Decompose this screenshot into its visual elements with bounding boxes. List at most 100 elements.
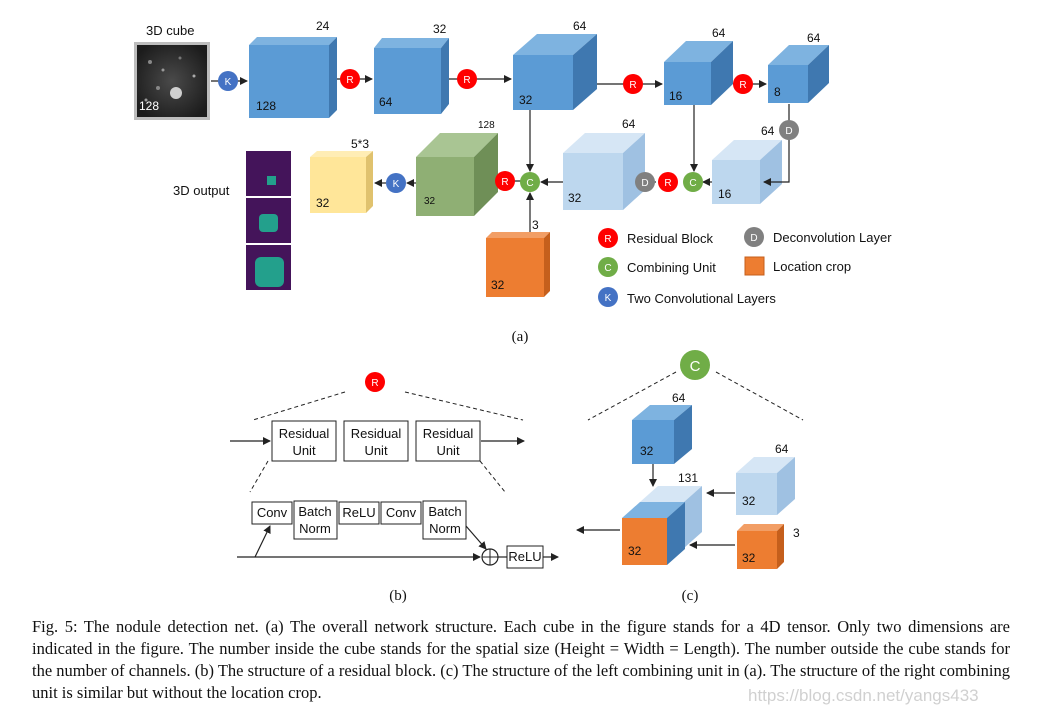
svg-text:32: 32 xyxy=(742,494,756,508)
watermark: https://blog.csdn.net/yangs433 xyxy=(748,686,979,705)
cube-c2-channels: 32 xyxy=(433,22,447,36)
two-conv-icon: K xyxy=(218,71,238,91)
panel-a: 3D cube 128 128 24 64 32 xyxy=(134,19,892,345)
legend-location-crop: Location crop xyxy=(773,259,851,274)
cube-c10: 32 3 xyxy=(486,218,550,297)
cube-c3-channels: 64 xyxy=(573,19,587,33)
deconv-icon: D xyxy=(635,172,655,192)
svg-text:C: C xyxy=(690,358,701,375)
svg-text:D: D xyxy=(785,126,792,137)
cube-c7: 32 64 xyxy=(563,117,645,210)
output-images xyxy=(246,151,291,290)
input-label: 3D cube xyxy=(146,23,194,38)
sublabel-b: (b) xyxy=(389,588,407,604)
svg-text:Norm: Norm xyxy=(429,521,461,536)
residual-icon: R xyxy=(495,171,515,191)
crop-cube: 32 3 xyxy=(737,524,800,569)
residual-icon: R xyxy=(340,69,360,89)
combining-icon: C xyxy=(683,172,703,192)
right-cube: 32 64 xyxy=(736,442,795,515)
svg-text:Residual: Residual xyxy=(279,426,330,441)
cube-c4: 16 64 xyxy=(664,26,733,105)
legend-deconv: Deconvolution Layer xyxy=(773,230,892,245)
residual-icon: R xyxy=(365,372,385,392)
svg-text:R: R xyxy=(501,177,508,188)
cube-c8: 32 128 xyxy=(416,120,498,216)
residual-unit: Residual Unit xyxy=(415,420,481,462)
svg-text:32: 32 xyxy=(640,444,654,458)
cube-c7-channels: 64 xyxy=(622,117,636,131)
cube-c1-size: 128 xyxy=(256,99,276,113)
deconv-channels: 64 xyxy=(761,124,775,138)
svg-text:K: K xyxy=(393,179,400,190)
svg-text:R: R xyxy=(346,75,353,86)
concat-cube: 32 131 xyxy=(622,471,702,565)
svg-text:64: 64 xyxy=(775,442,789,456)
svg-text:64: 64 xyxy=(672,391,686,405)
svg-text:R: R xyxy=(664,178,671,189)
cube-c9-size: 32 xyxy=(316,196,330,210)
layer-batch-norm: Batch Norm xyxy=(422,500,467,540)
svg-text:Unit: Unit xyxy=(364,443,388,458)
svg-text:C: C xyxy=(689,178,696,189)
cube-c9: 32 5*3 xyxy=(310,137,373,213)
legend-two-conv: Two Convolutional Layers xyxy=(627,291,776,306)
sublabel-a: (a) xyxy=(512,329,529,345)
cube-c2-size: 64 xyxy=(379,95,393,109)
cube-c7-size: 32 xyxy=(568,191,582,205)
svg-text:D: D xyxy=(641,178,648,189)
svg-text:ReLU: ReLU xyxy=(508,549,541,564)
cube-c6-size: 16 xyxy=(718,187,732,201)
input-size: 128 xyxy=(139,99,159,113)
svg-text:Norm: Norm xyxy=(299,521,331,536)
svg-text:Residual: Residual xyxy=(351,426,402,441)
cube-c10-size: 32 xyxy=(491,278,505,292)
svg-text:Residual: Residual xyxy=(423,426,474,441)
svg-text:32: 32 xyxy=(628,544,642,558)
figure-caption: Fig. 5: The nodule detection net. (a) Th… xyxy=(32,617,1010,702)
svg-text:K: K xyxy=(605,293,612,304)
legend-combining: Combining Unit xyxy=(627,260,716,275)
svg-text:ReLU: ReLU xyxy=(342,505,375,520)
cube-c4-channels: 64 xyxy=(712,26,726,40)
combining-icon: C xyxy=(520,172,540,192)
cube-c3-size: 32 xyxy=(519,93,533,107)
top-cube: 32 64 xyxy=(632,391,692,464)
cube-c6: 16 xyxy=(712,140,782,204)
cube-c5-size: 8 xyxy=(774,85,781,99)
svg-text:R: R xyxy=(371,378,378,389)
svg-text:D: D xyxy=(750,233,757,244)
cube-c8-size: 32 xyxy=(424,196,436,207)
layer-conv: Conv xyxy=(380,501,422,525)
output-label: 3D output xyxy=(173,183,230,198)
svg-text:R: R xyxy=(739,80,746,91)
svg-text:Unit: Unit xyxy=(292,443,316,458)
input-ct-image: 128 xyxy=(134,42,210,120)
cube-c5: 8 64 xyxy=(768,31,829,103)
cube-c1-channels: 24 xyxy=(316,19,330,33)
cube-c10-channels: 3 xyxy=(532,218,539,232)
combining-icon: C xyxy=(680,350,710,380)
cube-c4-size: 16 xyxy=(669,89,683,103)
layer-conv: Conv xyxy=(251,501,293,525)
svg-text:Conv: Conv xyxy=(257,505,288,520)
svg-text:Unit: Unit xyxy=(436,443,460,458)
panel-b: R Residual Unit Residual Unit Residual U… xyxy=(230,372,559,604)
residual-unit: Residual Unit xyxy=(343,420,409,462)
cube-c1: 128 24 xyxy=(249,19,337,118)
legend-residual: Residual Block xyxy=(627,231,713,246)
layer-batch-norm: Batch Norm xyxy=(293,500,338,540)
cube-c5-channels: 64 xyxy=(807,31,821,45)
cube-c3: 32 64 xyxy=(513,19,597,110)
cube-c8-channels: 128 xyxy=(478,120,495,131)
residual-icon: R xyxy=(623,74,643,94)
svg-text:C: C xyxy=(604,263,611,274)
add-icon xyxy=(481,548,499,566)
cube-c2: 64 32 xyxy=(374,22,449,114)
deconv-icon: D xyxy=(779,120,799,140)
svg-text:K: K xyxy=(225,77,232,88)
residual-icon: R xyxy=(733,74,753,94)
two-conv-icon: K xyxy=(386,173,406,193)
svg-text:R: R xyxy=(604,234,611,245)
